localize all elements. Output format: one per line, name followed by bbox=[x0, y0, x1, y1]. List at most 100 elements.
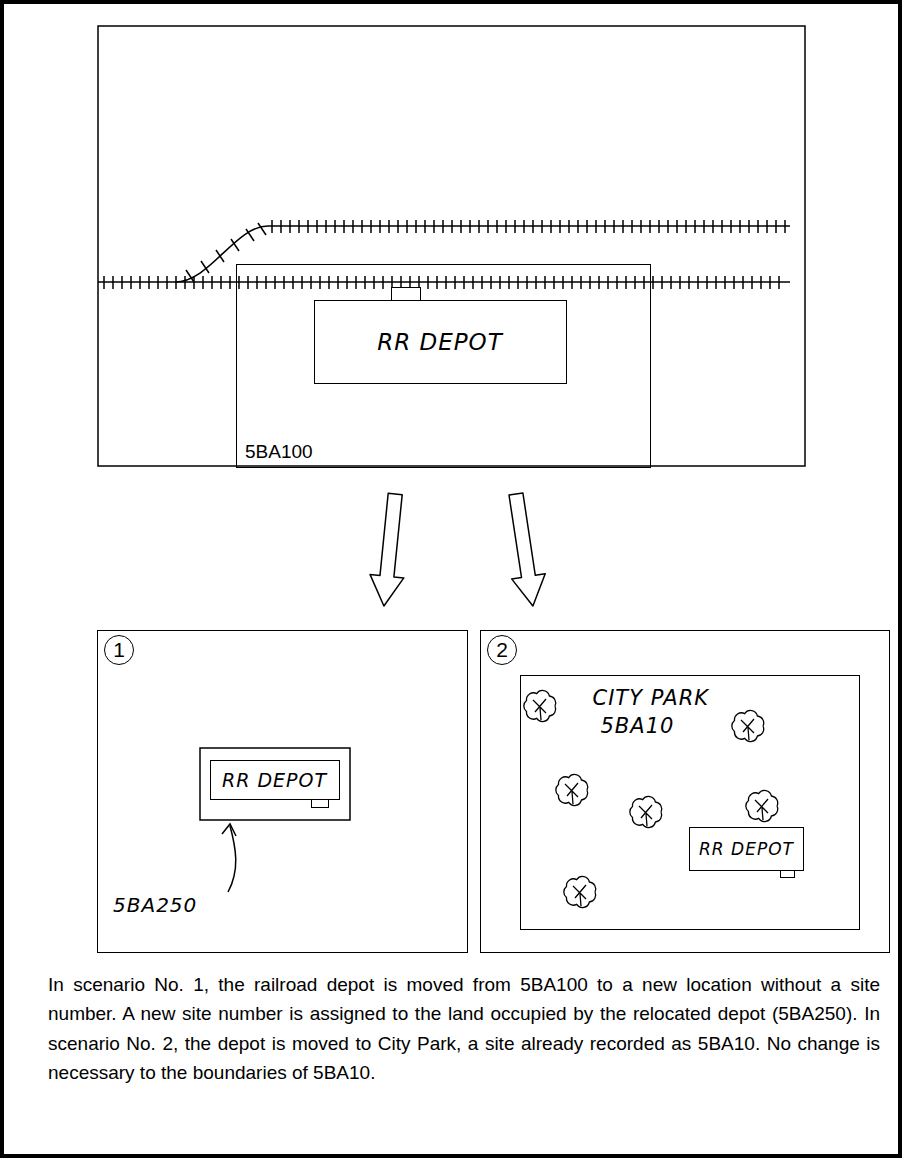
track-tie bbox=[283, 276, 285, 289]
track-tie bbox=[523, 220, 525, 233]
track-tie bbox=[715, 276, 717, 289]
track-tie bbox=[280, 220, 282, 233]
track-tie bbox=[112, 276, 114, 289]
track-tie bbox=[676, 220, 678, 233]
track-tie bbox=[379, 220, 381, 233]
track-tie bbox=[640, 220, 642, 233]
tree bbox=[524, 690, 556, 721]
track-tie bbox=[231, 239, 239, 251]
track-tie bbox=[211, 276, 213, 289]
track-tie bbox=[472, 276, 474, 289]
track-tie bbox=[775, 220, 777, 233]
track-tie bbox=[424, 220, 426, 233]
track-tie bbox=[478, 220, 480, 233]
track-tie bbox=[370, 220, 372, 233]
track-tie bbox=[784, 220, 786, 233]
track-tie bbox=[685, 220, 687, 233]
track-tie bbox=[625, 276, 627, 289]
track-tie bbox=[373, 276, 375, 289]
track-tie bbox=[532, 220, 534, 233]
track-tie bbox=[454, 276, 456, 289]
depot-box: RR DEPOT bbox=[210, 760, 340, 800]
flow-arrow bbox=[370, 493, 404, 606]
depot-box: RR DEPOT bbox=[314, 300, 567, 384]
track-tie bbox=[514, 220, 516, 233]
track-tie bbox=[703, 220, 705, 233]
top-panel bbox=[98, 26, 805, 466]
track-tie bbox=[733, 276, 735, 289]
track-tie bbox=[598, 276, 600, 289]
callout-number: 2 bbox=[487, 635, 517, 665]
track-tie bbox=[490, 276, 492, 289]
track-tie bbox=[739, 220, 741, 233]
track-tie bbox=[316, 220, 318, 233]
track-tie bbox=[271, 220, 273, 233]
track-tie bbox=[397, 220, 399, 233]
track-tie bbox=[220, 276, 222, 289]
track-tie bbox=[460, 220, 462, 233]
trees bbox=[524, 690, 778, 907]
door-tab bbox=[780, 870, 795, 878]
track-tie bbox=[193, 276, 195, 289]
track-tie bbox=[649, 220, 651, 233]
track-tie bbox=[688, 276, 690, 289]
caption: In scenario No. 1, the railroad depot is… bbox=[48, 970, 880, 1088]
track-tie bbox=[766, 220, 768, 233]
track-tie bbox=[337, 276, 339, 289]
track-tie bbox=[586, 220, 588, 233]
track-tie bbox=[589, 276, 591, 289]
track-tie bbox=[121, 276, 123, 289]
track-tie bbox=[607, 276, 609, 289]
track-tie bbox=[679, 276, 681, 289]
track-tie bbox=[760, 276, 762, 289]
track-tie bbox=[769, 276, 771, 289]
track-tie bbox=[742, 276, 744, 289]
track-tie bbox=[184, 276, 186, 289]
track-tie bbox=[415, 220, 417, 233]
track-tie bbox=[580, 276, 582, 289]
track-tie bbox=[130, 276, 132, 289]
track-tie bbox=[436, 276, 438, 289]
track-tie bbox=[721, 220, 723, 233]
depot-box: RR DEPOT bbox=[689, 827, 804, 871]
door-tab bbox=[311, 799, 329, 808]
track-tie bbox=[697, 276, 699, 289]
track-tie bbox=[631, 220, 633, 233]
track-tie bbox=[562, 276, 564, 289]
track-tie bbox=[175, 276, 177, 289]
track-tie bbox=[201, 261, 209, 273]
tree bbox=[732, 710, 764, 741]
track-tie bbox=[445, 276, 447, 289]
track-tie bbox=[499, 276, 501, 289]
track-tie bbox=[202, 276, 204, 289]
track-tie bbox=[481, 276, 483, 289]
scenario-panel: 2CITY PARK5BA10RR DEPOT bbox=[480, 630, 890, 953]
site-number-label: 5BA250 bbox=[113, 893, 197, 917]
site-label: 5BA10 bbox=[601, 714, 675, 738]
track-tie bbox=[298, 220, 300, 233]
track-tie bbox=[247, 276, 249, 289]
track-tie bbox=[559, 220, 561, 233]
track-tie bbox=[757, 220, 759, 233]
track-tie bbox=[535, 276, 537, 289]
track-tie bbox=[553, 276, 555, 289]
tree bbox=[564, 876, 596, 907]
track-tie bbox=[595, 220, 597, 233]
track-tie bbox=[427, 276, 429, 289]
track-tie bbox=[706, 276, 708, 289]
track-tie bbox=[526, 276, 528, 289]
track-tie bbox=[328, 276, 330, 289]
track-tie bbox=[334, 220, 336, 233]
track-tie bbox=[661, 276, 663, 289]
track-tie bbox=[343, 220, 345, 233]
track-tie bbox=[652, 276, 654, 289]
track-tie bbox=[616, 276, 618, 289]
track-tie bbox=[541, 220, 543, 233]
track-tie bbox=[496, 220, 498, 233]
depot-label: RR DEPOT bbox=[377, 329, 503, 355]
track-tie bbox=[748, 220, 750, 233]
site-label: 5BA100 bbox=[245, 441, 313, 463]
track-tie bbox=[670, 276, 672, 289]
track-tie bbox=[186, 270, 194, 282]
track-tie bbox=[346, 276, 348, 289]
